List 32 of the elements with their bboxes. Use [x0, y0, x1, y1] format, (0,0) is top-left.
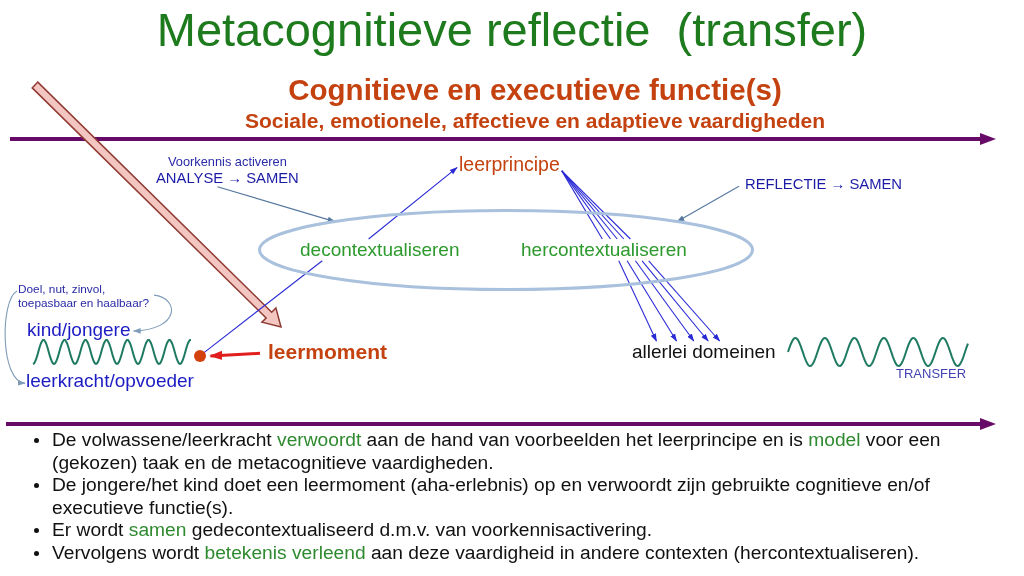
bullet-text: Er wordt samen gedecontextualiseerd d.m.v. van voorkennisactivering.: [52, 519, 654, 542]
annotation-text: REFLECTIE → SAMEN: [745, 176, 903, 193]
annotation-text: ANALYSE → SAMEN: [156, 169, 299, 187]
bullet-text: De volwassene/leerkracht verwoordt aan de hand van voorbeelden het leerprincipe en is model voor een (gekozen) taak en de metacognitieve vaardigheden.: [52, 429, 942, 474]
process-label: hercontextualiseren: [521, 239, 687, 261]
arrow: [641, 260, 709, 342]
arrow: [648, 260, 721, 342]
arrow: [132, 294, 173, 334]
arrow: [634, 260, 695, 342]
role-label: leerkracht/opvoeder: [26, 370, 194, 392]
wave-caption: TRANSFER: [896, 367, 967, 382]
annotation-text: Voorkennis activeren: [168, 155, 287, 170]
arrow: [676, 185, 740, 223]
domain-label: allerlei domeinen: [632, 341, 776, 363]
section-subheading: Sociale, emotionele, affectieve en adaptieve vaardigheden: [244, 109, 826, 134]
arrow: [4, 290, 26, 384]
arrow: [618, 260, 657, 342]
role-label: kind/jongere: [27, 319, 131, 341]
dot-icon: [194, 350, 206, 362]
connector-line: [202, 260, 323, 354]
moment-label: leermoment: [268, 340, 388, 365]
diagram-title: Metacognitieve reflectie (transfer): [156, 3, 868, 58]
section-heading: Cognitieve en executieve functie(s): [288, 73, 782, 107]
arrow: [209, 350, 261, 360]
process-label: decontextualiseren: [300, 239, 460, 261]
arrow: [368, 167, 458, 240]
arrow: [626, 260, 678, 342]
bullet-text: Vervolgens wordt betekenis verleend aan deze vaardigheid in andere contexten (hercontextualiseren).: [52, 541, 921, 564]
ellipse-outline: [258, 209, 754, 291]
concept-label: leerprincipe: [459, 153, 560, 176]
bullet-text: De jongere/het kind doet een leermoment (aha-erlebnis) op en verwoordt zijn gebruikte cognitieve en/of executieve functie(s).: [52, 474, 931, 519]
question-note: Doel, nut, zinvol, toepasbaar en haalbaar?: [18, 283, 152, 310]
